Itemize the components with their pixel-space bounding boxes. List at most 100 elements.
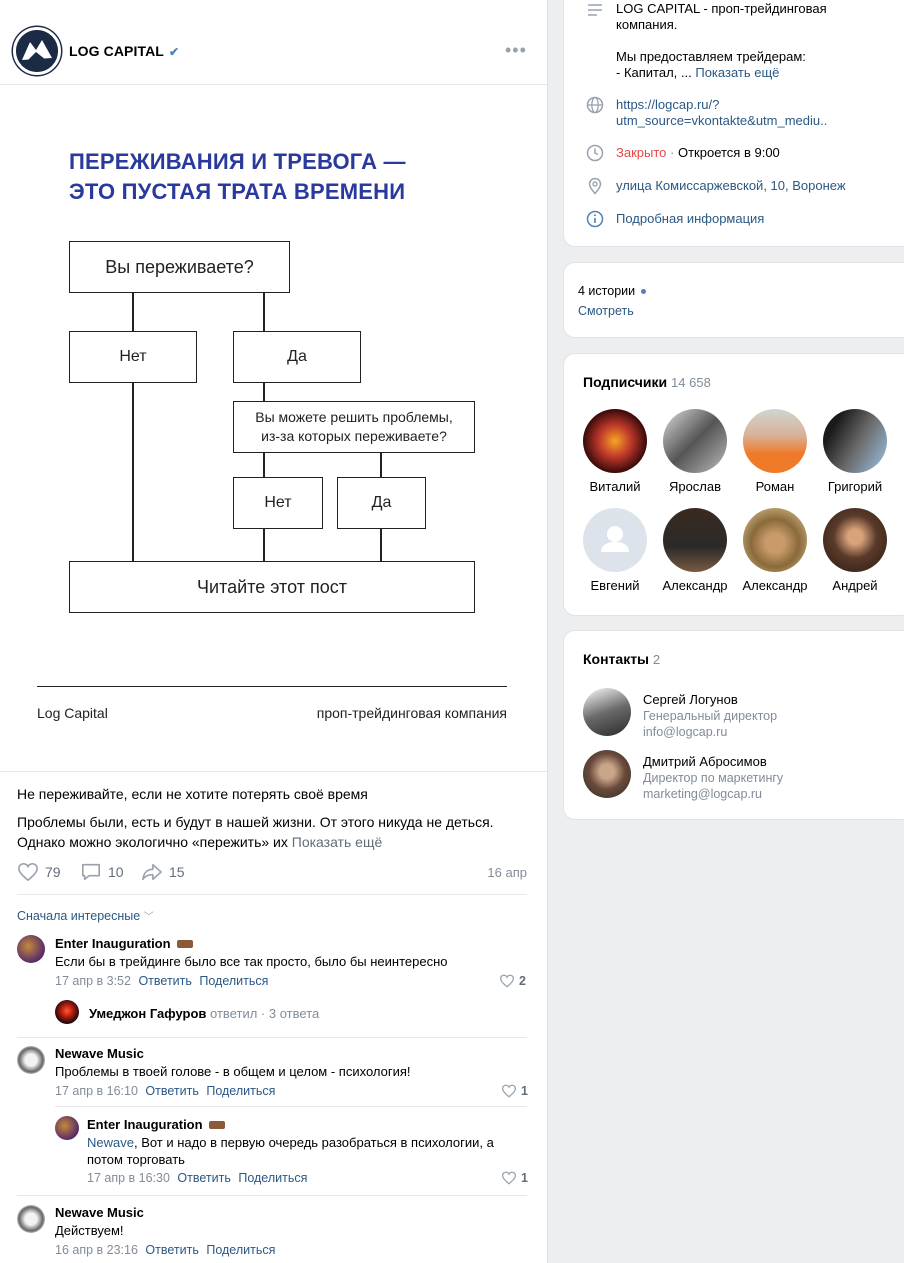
comment-time[interactable]: 16 апр в 23:16	[55, 1243, 138, 1257]
comment-author-name[interactable]: Newave Music	[55, 1205, 144, 1220]
share-button[interactable]: 15	[141, 862, 185, 882]
heart-icon	[501, 1084, 517, 1098]
member-name: Ярослав	[668, 479, 722, 494]
more-info-link[interactable]: Подробная информация	[616, 211, 765, 226]
avatar[interactable]	[55, 1116, 79, 1140]
member-item[interactable]: Роман	[735, 409, 815, 494]
comment-like-button[interactable]: 2	[499, 974, 526, 988]
comment-time[interactable]: 17 апр в 3:52	[55, 974, 131, 988]
contact-email[interactable]: marketing@logcap.ru	[643, 787, 762, 801]
avatar	[823, 409, 887, 473]
post-image[interactable]: ПЕРЕЖИВАНИЯ И ТРЕВОГА — ЭТО ПУСТАЯ ТРАТА…	[0, 85, 547, 772]
reply-link[interactable]: Ответить	[177, 1171, 231, 1185]
reply-link[interactable]: Ответить	[145, 1084, 199, 1098]
avatar[interactable]	[583, 688, 631, 736]
thread-author[interactable]: Умеджон Гафуров	[89, 1006, 207, 1021]
post-show-more-link[interactable]: Показать ещё	[291, 834, 383, 850]
website-link-line1[interactable]: https://logcap.ru/?	[616, 97, 720, 112]
share-link[interactable]: Поделиться	[199, 974, 269, 988]
member-item[interactable]: Ярослав	[655, 409, 735, 494]
mention-link[interactable]: Newave	[87, 1135, 134, 1150]
comment-icon	[82, 863, 100, 881]
member-name: Александр	[742, 578, 808, 593]
members-header[interactable]: Подписчики 14 658	[583, 374, 711, 390]
comment-like-count: 1	[521, 1171, 528, 1185]
comment-like-button[interactable]: 1	[501, 1084, 528, 1098]
member-item[interactable]: Александр	[655, 508, 735, 593]
flow-box-no1: Нет	[69, 331, 197, 383]
avatar	[743, 409, 807, 473]
members-count: 14 658	[671, 375, 711, 390]
contact-email[interactable]: info@logcap.ru	[643, 725, 728, 739]
address-link[interactable]: улица Комиссаржевской, 10, Воронеж	[616, 178, 846, 193]
image-divider	[37, 686, 507, 687]
contact-name[interactable]: Сергей Логунов	[643, 692, 738, 707]
community-description: LOG CAPITAL - проп-трейдинговая компания…	[616, 1, 904, 81]
member-item[interactable]: Григорий	[815, 409, 895, 494]
flow-line	[132, 382, 134, 562]
divider	[17, 1037, 527, 1038]
member-item[interactable]: Евгений	[575, 508, 655, 593]
reply-link[interactable]: Ответить	[145, 1243, 199, 1257]
question2-line1: Вы можете решить проблемы,	[255, 409, 453, 425]
website-link[interactable]: https://logcap.ru/? utm_source=vkontakte…	[616, 97, 827, 129]
comments-sort-dropdown[interactable]: Сначала интересные ﹀	[17, 908, 154, 923]
comment-author[interactable]: Enter Inauguration	[87, 1117, 226, 1132]
comment-time[interactable]: 17 апр в 16:30	[87, 1171, 170, 1185]
replies-thread[interactable]: Умеджон Гафуров ответил · 3 ответа	[89, 1006, 319, 1021]
avatar[interactable]	[17, 935, 45, 963]
members-title[interactable]: Подписчики	[583, 374, 668, 390]
community-avatar[interactable]	[13, 27, 61, 75]
flow-box-question1: Вы переживаете?	[69, 241, 290, 293]
author-name-text[interactable]: LOG CAPITAL	[69, 43, 164, 59]
comment-text: Если бы в трейдинге было все так просто,…	[55, 954, 448, 969]
flow-line	[263, 382, 265, 402]
avatar[interactable]	[583, 750, 631, 798]
avatar[interactable]	[17, 1205, 45, 1233]
divider	[55, 1106, 527, 1107]
comment-author-name[interactable]: Enter Inauguration	[87, 1117, 203, 1132]
question2-line2: из-за которых переживаете?	[261, 428, 447, 444]
comment-button[interactable]: 10	[80, 862, 124, 882]
share-link[interactable]: Поделиться	[238, 1171, 308, 1185]
comment-time[interactable]: 17 апр в 16:10	[55, 1084, 138, 1098]
stories-card[interactable]: 4 истории Смотреть	[563, 262, 904, 338]
member-item[interactable]: Александр	[735, 508, 815, 593]
comment-author-name[interactable]: Newave Music	[55, 1046, 144, 1061]
share-link[interactable]: Поделиться	[206, 1084, 276, 1098]
thread-count[interactable]: 3 ответа	[268, 1006, 320, 1021]
comment-author[interactable]: Enter Inauguration	[55, 936, 194, 951]
post-text-fragment: Однако можно экологично «пережить» их	[17, 834, 288, 850]
working-hours[interactable]: Закрыто · Откроется в 9:00	[616, 145, 780, 161]
comment-author-name[interactable]: Enter Inauguration	[55, 936, 171, 951]
flow-line	[132, 292, 134, 332]
avatar[interactable]	[55, 1000, 79, 1024]
avatar[interactable]	[17, 1046, 45, 1074]
member-item[interactable]: Виталий	[575, 409, 655, 494]
contacts-title[interactable]: Контакты	[583, 651, 650, 667]
comment-text-line1: , Вот и надо в первую очередь разобратьс…	[133, 1135, 494, 1150]
share-link[interactable]: Поделиться	[206, 1243, 276, 1257]
post-author-name[interactable]: LOG CAPITAL✔	[69, 43, 179, 59]
contacts-card: Контакты 2 Сергей Логунов Генеральный ди…	[563, 630, 904, 820]
comment-text: Newave, Вот и надо в первую очередь разо…	[87, 1134, 527, 1168]
unread-dot-icon	[640, 289, 646, 295]
comment-like-button[interactable]: 1	[501, 1171, 528, 1185]
shares-count: 15	[169, 864, 185, 880]
post-date[interactable]: 16 апр	[487, 865, 527, 880]
contacts-header[interactable]: Контакты 2	[583, 651, 660, 667]
contact-role: Директор по маркетингу	[643, 771, 784, 785]
website-link-line2[interactable]: utm_source=vkontakte&utm_mediu..	[616, 113, 828, 128]
comment-like-count: 2	[519, 974, 526, 988]
sort-label[interactable]: Сначала интересные	[17, 909, 141, 923]
comment-meta: 16 апр в 23:16 Ответить Поделиться	[55, 1243, 275, 1257]
watch-stories-link[interactable]: Смотреть	[578, 304, 634, 318]
like-button[interactable]: 79	[17, 862, 61, 882]
member-name: Григорий	[827, 479, 883, 494]
reply-link[interactable]: Ответить	[138, 974, 192, 988]
more-options-icon[interactable]: •••	[505, 40, 527, 60]
comment-like-count: 1	[521, 1084, 528, 1098]
contact-name[interactable]: Дмитрий Абросимов	[643, 754, 767, 769]
member-item[interactable]: Андрей	[815, 508, 895, 593]
description-show-more-link[interactable]: Показать ещё	[695, 65, 780, 80]
